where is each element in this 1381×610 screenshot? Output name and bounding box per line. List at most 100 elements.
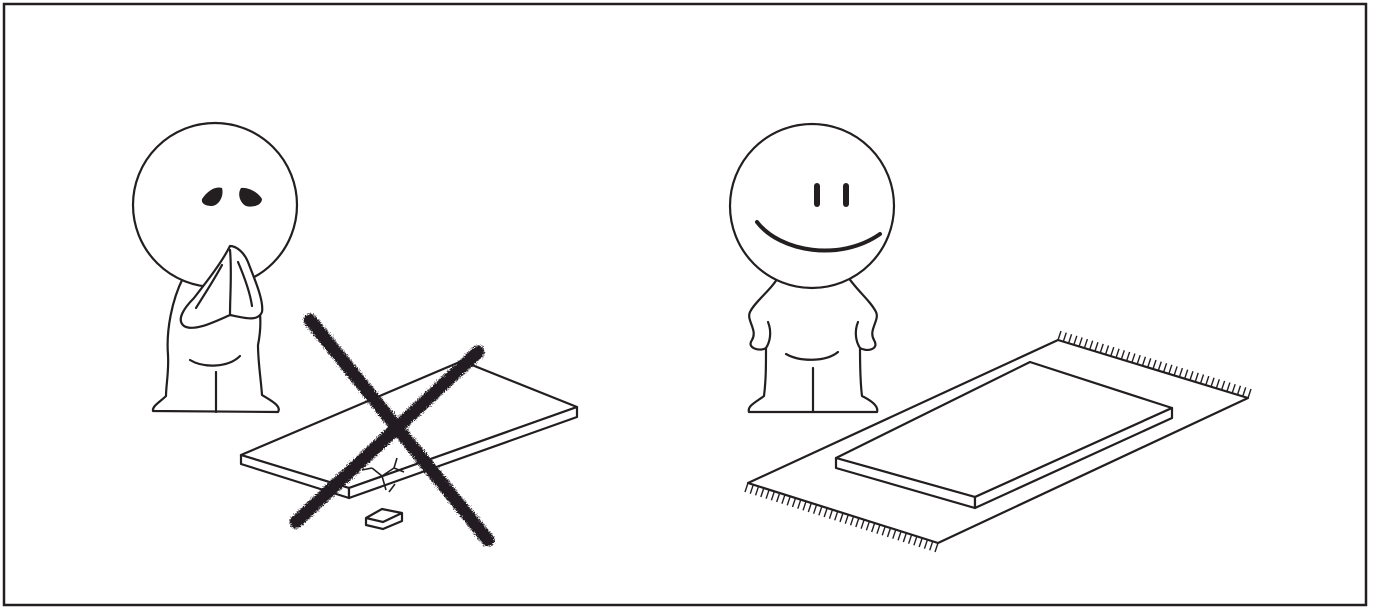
cross-out-stroke-2 xyxy=(289,345,485,529)
fringe-icon xyxy=(1120,350,1125,360)
fringe-icon xyxy=(934,542,939,553)
fringe-icon xyxy=(1067,334,1073,344)
fringe-icon xyxy=(807,502,812,513)
fringe-icon xyxy=(1178,367,1184,378)
fringe-icon xyxy=(828,509,834,519)
smiling-figure-head xyxy=(728,122,896,290)
right-panel xyxy=(728,122,896,414)
left-panel xyxy=(131,121,299,414)
fringe-icon xyxy=(765,489,770,499)
fringe-icon xyxy=(1152,359,1157,370)
fringe-icon xyxy=(1083,338,1089,349)
fringe-icon xyxy=(1157,361,1162,371)
fringe-icon xyxy=(781,494,786,504)
praying-finger-right xyxy=(236,260,254,308)
fringe-icon xyxy=(1141,356,1147,366)
fringe-icon xyxy=(823,507,828,518)
worried-left-eye-icon xyxy=(201,187,223,206)
worried-right-eye-icon xyxy=(239,187,262,207)
fringe-icon xyxy=(1242,387,1247,397)
fringe-icon xyxy=(791,497,797,508)
fringe-icon xyxy=(907,534,913,544)
praying-finger-left xyxy=(194,263,224,310)
fringe-icon xyxy=(1247,388,1252,399)
broken-chip-top xyxy=(365,512,403,524)
fringe-icon xyxy=(855,517,860,528)
fringe-icon xyxy=(1210,377,1215,387)
fringe-icon xyxy=(886,527,892,538)
fringe-icon xyxy=(1194,372,1199,383)
fringe-icon xyxy=(876,524,881,534)
crack-icon xyxy=(361,457,405,493)
fringe-icon xyxy=(834,511,839,521)
fringe-icon xyxy=(1184,369,1189,379)
fringe-icon xyxy=(844,514,849,524)
fringe-icon xyxy=(881,526,886,536)
fringe-icon xyxy=(1073,335,1078,346)
fringe-icon xyxy=(902,532,907,543)
fringe-icon xyxy=(1131,353,1136,363)
fringe-icon xyxy=(1220,380,1226,391)
rug-fringe-bottom xyxy=(744,482,939,553)
fringe-icon xyxy=(1173,366,1178,376)
smiling-right-arm-line xyxy=(854,320,862,350)
worried-figure-belly xyxy=(188,354,242,367)
smile-icon xyxy=(755,220,882,253)
fringe-icon xyxy=(1125,351,1131,362)
fringe-icon xyxy=(1162,363,1168,373)
fringe-icon xyxy=(1215,379,1220,389)
fringe-icon xyxy=(1189,371,1194,381)
broken-chip-icon xyxy=(364,507,404,531)
fringe-icon xyxy=(1078,337,1083,347)
fringe-icon xyxy=(871,522,876,533)
fringe-icon xyxy=(786,496,791,506)
fringe-icon xyxy=(744,482,749,493)
fringe-icon xyxy=(1062,332,1067,342)
board-side-face xyxy=(347,405,579,500)
cross-out-icon xyxy=(289,313,495,547)
fringe-icon xyxy=(1168,364,1173,375)
fringe-icon xyxy=(1110,346,1115,357)
fringe-icon xyxy=(1136,354,1141,365)
fringe-icon xyxy=(1205,375,1210,386)
smiling-left-arm-line xyxy=(764,320,772,350)
fringe-icon xyxy=(929,541,934,551)
fringe-icon xyxy=(1104,345,1110,355)
fringe-icon xyxy=(776,492,781,503)
smiling-figure-belly xyxy=(784,350,840,361)
fringe-icon xyxy=(818,506,823,516)
fringe-icon xyxy=(1226,382,1231,392)
praying-hands-gap xyxy=(228,248,232,317)
fringe-icon xyxy=(754,486,760,496)
fringe-icon xyxy=(918,537,923,548)
fringe-icon xyxy=(923,539,929,549)
rug-board-side-face xyxy=(973,406,1174,510)
fringe-icon xyxy=(1094,342,1099,352)
fringe-icon xyxy=(1057,330,1062,341)
fringe-icon xyxy=(1199,374,1205,384)
fringe-icon xyxy=(913,536,918,546)
fringe-icon xyxy=(1089,340,1094,350)
fringe-icon xyxy=(849,516,855,526)
fringe-icon xyxy=(1115,348,1120,358)
fringe-icon xyxy=(797,499,802,509)
fringe-icon xyxy=(860,519,865,529)
fringe-icon xyxy=(839,512,844,523)
fringe-icon xyxy=(1231,383,1236,394)
fringe-icon xyxy=(1147,358,1152,368)
fringe-icon xyxy=(760,487,765,498)
fringe-icon xyxy=(1099,343,1104,354)
fringe-icon xyxy=(770,491,776,501)
smiling-figure-body xyxy=(747,272,879,414)
fringe-icon xyxy=(897,531,902,541)
fringe-icon xyxy=(802,501,807,511)
fringe-icon xyxy=(812,504,818,514)
rug-fringe-top xyxy=(1057,330,1252,399)
fringe-icon xyxy=(865,521,871,531)
fringe-icon xyxy=(892,529,897,539)
fringe-icon xyxy=(749,484,754,494)
rug-with-board xyxy=(744,330,1252,553)
